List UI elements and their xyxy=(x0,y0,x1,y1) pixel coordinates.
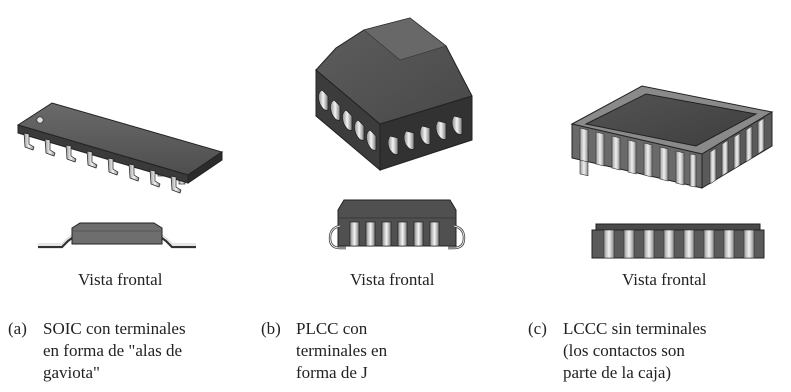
lccc-front-view xyxy=(591,223,765,259)
lccc-caption-text: LCCC sin terminales (los contactos son p… xyxy=(563,318,707,384)
soic-package-3d xyxy=(16,102,224,194)
soic-caption-tag: (a) xyxy=(8,319,27,338)
soic-caption-text: SOIC con terminales en forma de "alas de… xyxy=(43,318,186,384)
soic-caption-line: en forma de "alas de xyxy=(43,341,183,360)
soic-view-label: Vista frontal xyxy=(78,270,163,289)
panel-soic: Vista frontal (a) SOIC con terminales en… xyxy=(0,0,260,392)
plcc-view-label: Vista frontal xyxy=(350,270,435,289)
plcc-caption-line: PLCC con xyxy=(296,319,368,338)
lccc-package-3d xyxy=(570,85,774,189)
plcc-caption-tag: (b) xyxy=(261,319,281,338)
plcc-figure xyxy=(315,17,473,250)
plcc-package-3d xyxy=(315,17,473,172)
soic-figure xyxy=(16,102,224,249)
lccc-caption-line: LCCC sin terminales xyxy=(563,319,707,338)
panel-plcc: Vista frontal (b) PLCC con terminales en… xyxy=(260,0,520,392)
lccc-caption-line: (los contactos son xyxy=(563,341,685,360)
plcc-caption-line: forma de J xyxy=(296,363,368,382)
plcc-caption-text: PLCC con terminales en forma de J xyxy=(296,318,387,384)
plcc-front-view xyxy=(328,199,466,250)
soic-caption-line: gaviota" xyxy=(43,363,100,382)
lccc-caption-tag: (c) xyxy=(528,319,547,338)
soic-caption-line: SOIC con terminales xyxy=(43,319,186,338)
panel-lccc: Vista frontal (c) LCCC sin terminales (l… xyxy=(520,0,791,392)
lccc-view-label: Vista frontal xyxy=(622,270,707,289)
lccc-caption-line: parte de la caja) xyxy=(563,363,672,382)
soic-front-view xyxy=(38,222,196,249)
plcc-caption-line: terminales en xyxy=(296,341,388,360)
lccc-figure xyxy=(570,85,774,259)
